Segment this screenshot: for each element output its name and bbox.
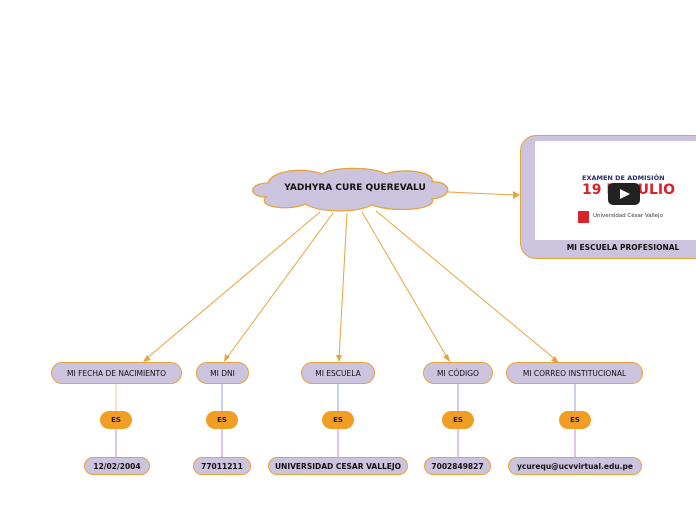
value-email[interactable]: ycurequ@ucvvirtual.edu.pe [508,457,642,475]
branch-school[interactable]: MI ESCUELA [301,362,375,384]
link-node[interactable]: ES [206,411,238,429]
thumbnail-heading: EXAMEN DE ADMISIÓN [582,174,665,182]
value-code[interactable]: 7002849827 [424,457,491,475]
root-label: YADHYRA CURE QUEREVALU [284,183,426,193]
university-logo-icon [578,211,589,223]
thumbnail-university: Universidad César Vallejo [593,213,663,219]
play-icon[interactable] [608,183,640,205]
value-dni[interactable]: 77011211 [193,457,251,475]
link-node[interactable]: ES [559,411,591,429]
branch-label: MI ESCUELA [315,368,361,378]
branch-code[interactable]: MI CÓDIGO [423,362,493,384]
video-caption: MI ESCUELA PROFESIONAL [566,243,680,252]
video-card[interactable]: EXAMEN DE ADMISIÓN 19 DE JULIO Universid… [520,135,696,259]
branch-email[interactable]: MI CORREO INSTITUCIONAL [506,362,643,384]
root-cloud[interactable] [252,167,449,212]
value-school[interactable]: UNIVERSIDAD CESAR VALLEJO [268,457,408,475]
branch-dni[interactable]: MI DNI [196,362,249,384]
branch-label: MI CÓDIGO [437,368,479,378]
video-thumbnail[interactable]: EXAMEN DE ADMISIÓN 19 DE JULIO Universid… [535,141,696,240]
branch-birthdate[interactable]: MI FECHA DE NACIMIENTO [51,362,182,384]
link-node[interactable]: ES [322,411,354,429]
branch-label: MI CORREO INSTITUCIONAL [522,368,627,378]
branch-label: MI DNI [210,368,235,378]
value-birthdate[interactable]: 12/02/2004 [84,457,150,475]
branch-label: MI FECHA DE NACIMIENTO [67,368,166,378]
link-node[interactable]: ES [100,411,132,429]
link-node[interactable]: ES [442,411,474,429]
